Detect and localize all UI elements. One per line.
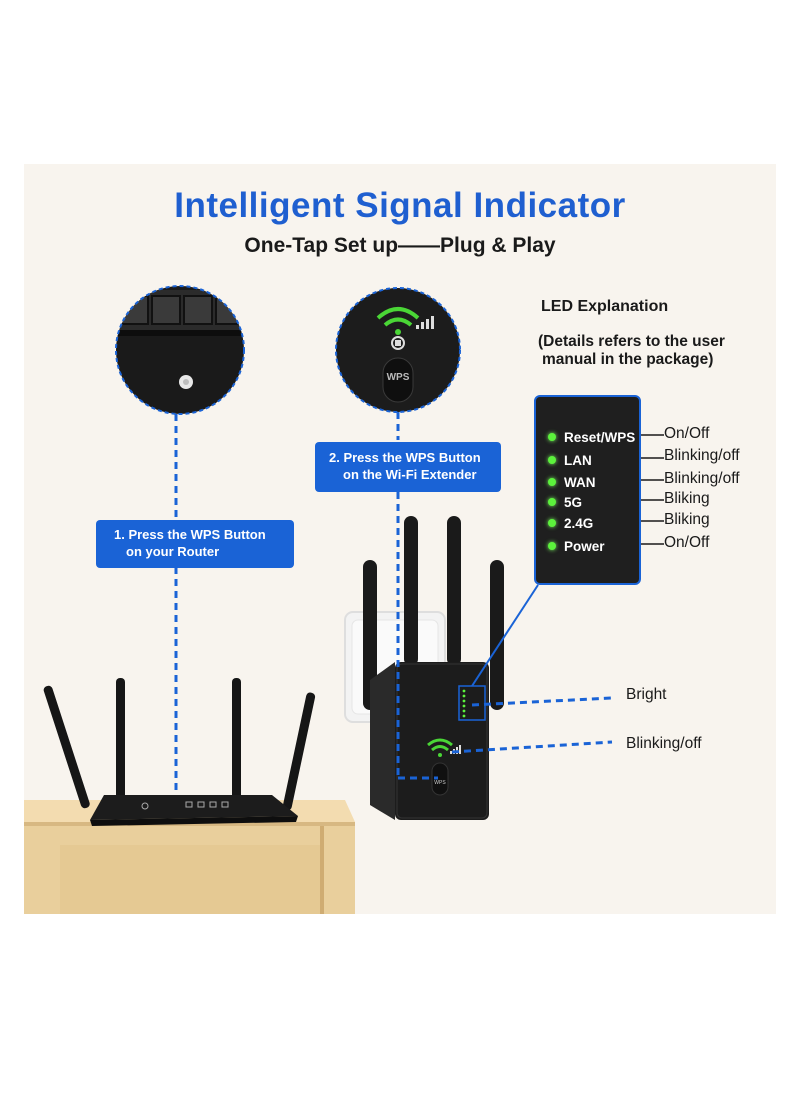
led-explanation-title: LED Explanation (541, 298, 669, 315)
step2-callout: 2. Press the WPS Button on the Wi-Fi Ext… (315, 442, 501, 492)
link-icon (391, 336, 405, 350)
panel-connectors (471, 584, 539, 687)
status-5g: Bliking (664, 490, 710, 507)
led-dot (548, 519, 556, 527)
legend-blinking: Blinking/off (626, 735, 702, 752)
led-row-5g: 5G (548, 492, 582, 512)
led-label: LAN (564, 452, 592, 468)
led-row-wan: WAN (548, 472, 596, 492)
zoom-router-wps (115, 285, 245, 415)
legend-bright: Bright (626, 686, 667, 703)
led-label: Reset/WPS (564, 429, 636, 445)
dashed-connectors (174, 412, 613, 792)
step2-line-1: 2. Press the WPS Button (329, 450, 481, 465)
led-note-line-1: (Details refers to the user (538, 333, 725, 350)
status-power: On/Off (664, 534, 710, 551)
status-2-4g: Bliking (664, 511, 710, 528)
led-note-line-2: manual in the package) (542, 351, 714, 368)
led-label: 5G (564, 494, 583, 510)
step1-line-1: 1. Press the WPS Button (114, 527, 266, 542)
step2-line-2: on the Wi-Fi Extender (343, 467, 477, 482)
led-label: 2.4G (564, 515, 594, 531)
led-explanation-note: (Details refers to the user manual in th… (538, 333, 758, 369)
led-row-lan: LAN (548, 450, 592, 470)
status-lan: Blinking/off (664, 447, 740, 464)
led-panel: Reset/WPS LAN WAN 5G 2.4G Power (534, 395, 641, 585)
led-row-2-4g: 2.4G (548, 513, 593, 533)
wifi-icon (427, 738, 453, 757)
extender-antennas (363, 516, 504, 710)
led-row-power: Power (548, 536, 605, 556)
led-label: Power (564, 538, 605, 554)
wps-zoom-label: WPS (386, 372, 410, 383)
page-title: Intelligent Signal Indicator (174, 186, 626, 225)
step1-callout: 1. Press the WPS Button on your Router (96, 520, 294, 568)
step1-line-2: on your Router (126, 544, 220, 559)
status-leaders (640, 434, 664, 545)
led-dot (548, 478, 556, 486)
wifi-extender (370, 662, 489, 820)
wps-button-label: WPS (434, 780, 446, 786)
page-subtitle: One-Tap Set up——Plug & Play (244, 234, 556, 257)
led-dot (548, 456, 556, 464)
router (43, 678, 316, 826)
status-reset-wps: On/Off (664, 425, 710, 442)
led-row-reset-wps: Reset/WPS (548, 427, 635, 447)
led-dot (548, 433, 556, 441)
zoom-extender-wps (335, 287, 461, 413)
led-dot (548, 542, 556, 550)
led-dot (548, 498, 556, 506)
led-label: WAN (564, 474, 596, 490)
status-wan: Blinking/off (664, 470, 740, 487)
